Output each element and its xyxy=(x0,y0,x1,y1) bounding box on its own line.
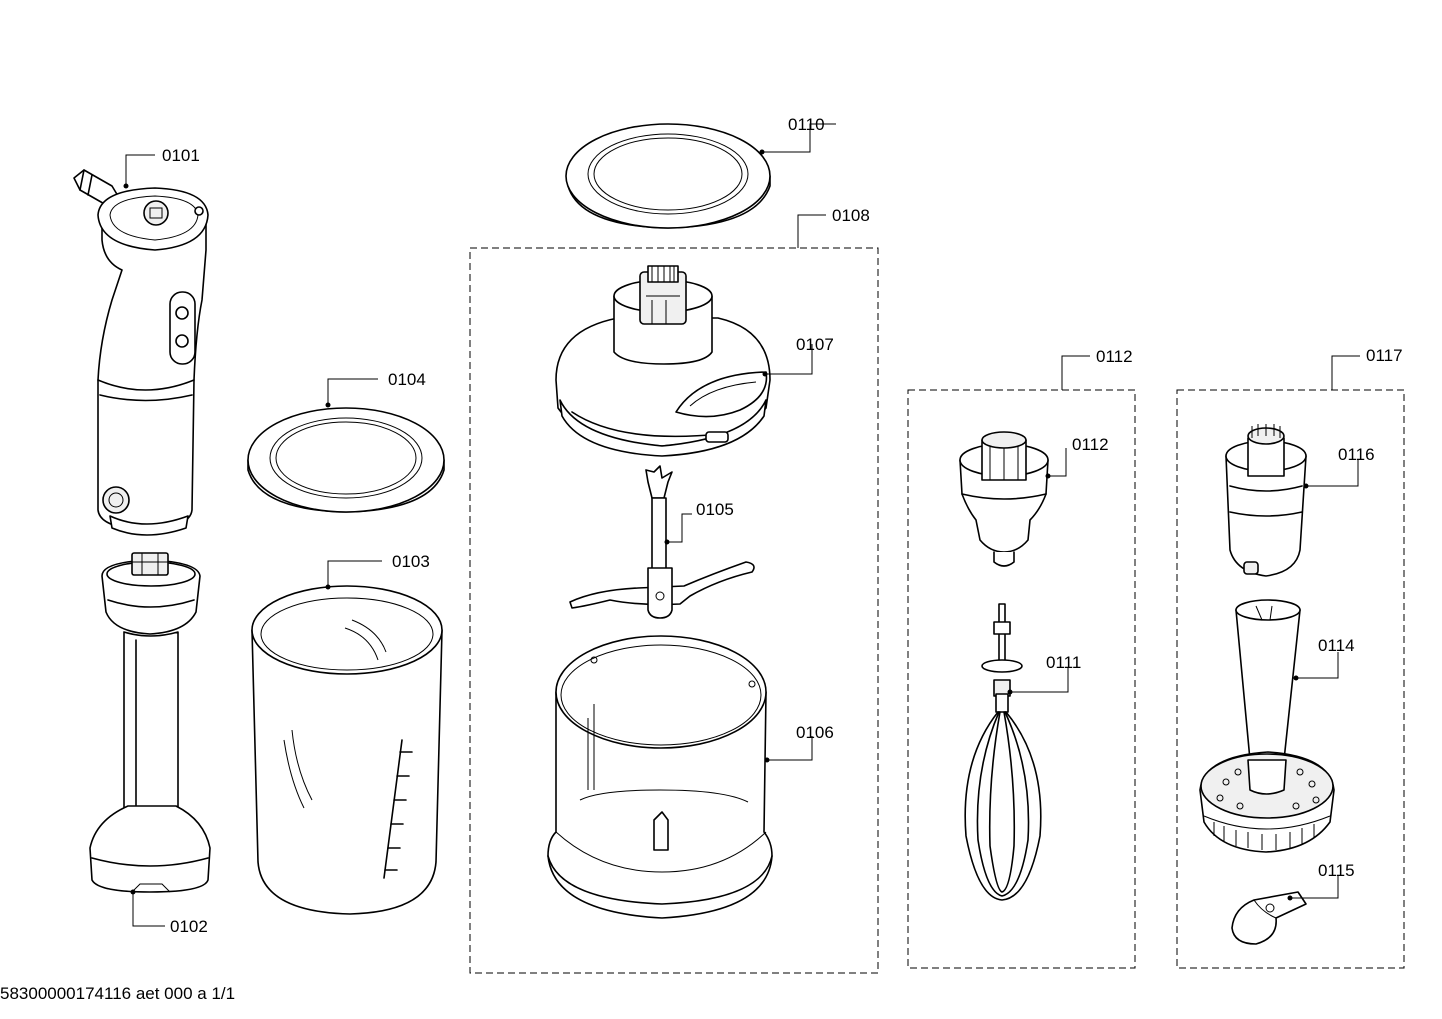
part-0106-chopper-bowl[interactable] xyxy=(547,635,813,919)
callout-0108: 0108 xyxy=(832,206,870,225)
document-id: 58300000174116 aet 000 a 1/1 xyxy=(0,984,235,1003)
part-0105-chopper-blade[interactable] xyxy=(569,465,755,619)
callout-0104: 0104 xyxy=(388,370,426,389)
group-0113-whisk-set xyxy=(907,355,1136,969)
part-0103-beaker[interactable] xyxy=(251,560,443,915)
callout-0110: 0110 xyxy=(788,115,825,134)
part-0110-bowl-base-cover[interactable] xyxy=(565,123,836,229)
callout-0114-label: 0114 xyxy=(1318,636,1355,655)
callout-0102: 0102 xyxy=(170,917,208,936)
callout-0117-label: 0117 xyxy=(1366,346,1403,365)
callout-0115-label: 0115 xyxy=(1318,861,1355,880)
callout-0112-label: 0112 xyxy=(1072,435,1109,454)
part-0107-chopper-lid[interactable] xyxy=(555,265,813,457)
part-0116-masher-gear[interactable] xyxy=(1225,424,1359,577)
part-0104-beaker-lid[interactable] xyxy=(247,378,445,513)
callout-0105: 0105 xyxy=(696,500,734,519)
group-0108-chopper-set xyxy=(469,214,879,974)
part-0112-whisk-gear[interactable] xyxy=(959,431,1067,567)
callout-0116-label: 0116 xyxy=(1338,445,1375,464)
part-0102-blender-shaft[interactable] xyxy=(89,552,211,927)
part-0111-whisk[interactable] xyxy=(964,603,1069,901)
part-0114-masher-shaft[interactable] xyxy=(1199,599,1339,853)
callout-0101: 0101 xyxy=(162,146,200,165)
part-0101-motor-unit[interactable] xyxy=(73,154,209,536)
group-0117-masher-set xyxy=(1176,355,1405,969)
callout-0106: 0106 xyxy=(796,723,834,742)
callout-0111-label: 0111 xyxy=(1046,653,1081,672)
callout-0107: 0107 xyxy=(796,335,834,354)
part-0115-masher-clip[interactable] xyxy=(1231,876,1339,945)
callout-0103: 0103 xyxy=(392,552,430,571)
callout-0113-label: 0112 xyxy=(1096,347,1133,366)
